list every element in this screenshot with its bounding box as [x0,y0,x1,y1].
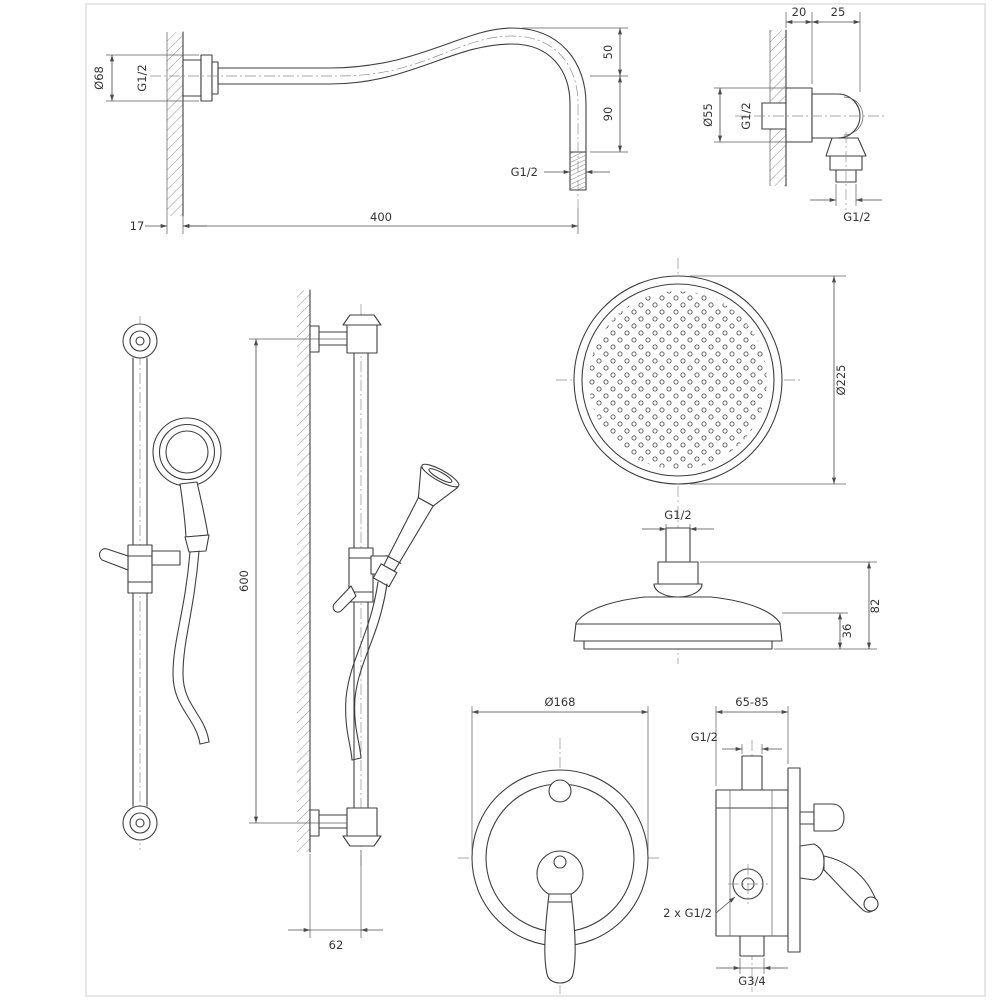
dim-arm-flange-diameter: Ø68 [92,54,199,102]
dim-label-outlet-projection: 25 [831,5,846,19]
view-shower-arm: Ø68 G1/2 50 90 G1/2 17 400 [92,27,628,234]
dim-outlet-depths: 20 25 [785,5,861,92]
hand-shower-front [152,417,222,745]
callout-mixer-bottom-thread: G3/4 [716,958,788,988]
rail-bottom-mount [122,805,158,841]
callout-arm-outlet-thread: G1/2 [511,165,610,179]
dim-label-head-height: 36 [840,624,854,639]
mixer-trim [799,803,879,913]
dim-head-diameter: Ø225 [690,275,848,485]
head-nut [657,561,699,585]
dim-label-mixer-diameter: Ø168 [544,695,575,709]
dim-label-wall-thickness: 17 [130,219,145,233]
dim-label-head-diameter: Ø225 [834,364,848,395]
view-wall-outlet: 20 25 Ø55 G1/2 G1/2 [701,5,885,224]
rail-top-bracket [309,314,382,354]
head-inlet-thread [665,527,691,563]
arm-centerline [150,35,579,208]
head-body [573,527,783,650]
diverter-knob [813,803,845,832]
view-slide-rail-front [98,316,222,850]
handset-handle [179,481,209,538]
spray-face [589,291,767,469]
hose [172,551,201,745]
dim-label-mixer-inlets: 2 x G1/2 [663,906,712,920]
dim-mixer-diameter: Ø168 [471,695,649,852]
rail-bottom-bracket [309,807,382,847]
dim-label-mixer-bottom-thread: G3/4 [738,974,765,988]
dim-rail-offset: 62 [288,850,383,952]
mixer-wall-plate [787,767,801,953]
head-ball-joint [653,583,703,598]
callout-mixer-top-thread: G1/2 [691,730,782,754]
dim-head-heights: 82 36 [700,561,882,650]
mixer-lever [544,893,576,984]
dim-rail-length: 600 [237,338,347,824]
dim-outlet-diameter: Ø55 [701,87,786,143]
handset-handle [383,497,434,572]
dim-label-arm-drop: 90 [601,107,615,122]
rail-slider [98,544,181,594]
view-slide-rail-side: 600 62 [237,289,460,952]
callout-mixer-inlets: 2 x G1/2 [663,896,736,920]
view-head-top: Ø225 [556,258,848,502]
outlet-knurled-ring [785,87,813,143]
view-mixer-front: Ø168 [458,695,662,994]
head-face-edge [583,640,773,650]
handset-holder [151,550,181,566]
dim-label-arm-flange-diameter: Ø68 [92,66,106,90]
diverter-stem [799,811,815,825]
dim-label-mixer-top-thread: G1/2 [691,730,718,744]
hose-nut [184,534,210,553]
lever-grip [863,896,879,912]
dim-label-rail-offset: 62 [329,938,344,952]
mixer-bottom-pipe [739,935,765,957]
dim-arm-heights: 50 90 [522,27,628,153]
spray-face [165,430,209,474]
slider-lock-lever [98,548,129,571]
dim-label-outlet-diameter: Ø55 [701,103,715,127]
head-bell [573,596,783,642]
dim-arm-length: 17 400 [130,208,579,234]
dim-mixer-depth: 65-85 [715,695,789,786]
callout-outlet-thread: G1/2 [810,184,882,224]
rail-top-mount [122,323,158,359]
dim-label-head-thread: G1/2 [664,508,691,522]
wall-hatch [297,290,310,852]
handset-head [417,466,459,507]
arm-wall-flange [182,54,219,102]
dim-label-outlet-recess: 20 [792,5,807,19]
hand-shower-side [372,463,460,588]
lever-hub [799,843,825,881]
mixer-body [715,755,801,957]
dim-label-arm-rise: 50 [601,45,615,60]
hose [345,581,379,761]
wall-hatch [167,32,183,216]
dim-label-outlet-inlet-thread: G1/2 [739,102,753,129]
dim-label-arm-outlet-thread: G1/2 [511,165,538,179]
diverter-knob [548,779,572,803]
dim-label-mixer-depth: 65-85 [735,695,768,709]
dim-label-rail-length: 600 [237,570,251,592]
dim-label-head-overall-height: 82 [868,599,882,614]
dim-label-arm-length: 400 [370,210,392,224]
mixer-top-pipe [741,755,763,791]
dim-label-arm-wall-thread: G1/2 [135,64,149,91]
view-mixer-side: 65-85 G1/2 [663,695,879,992]
dim-label-outlet-thread: G1/2 [843,210,870,224]
view-head-side: G1/2 82 36 [573,506,882,664]
sheet-border [85,3,986,997]
slider-lock-lever [332,585,357,613]
